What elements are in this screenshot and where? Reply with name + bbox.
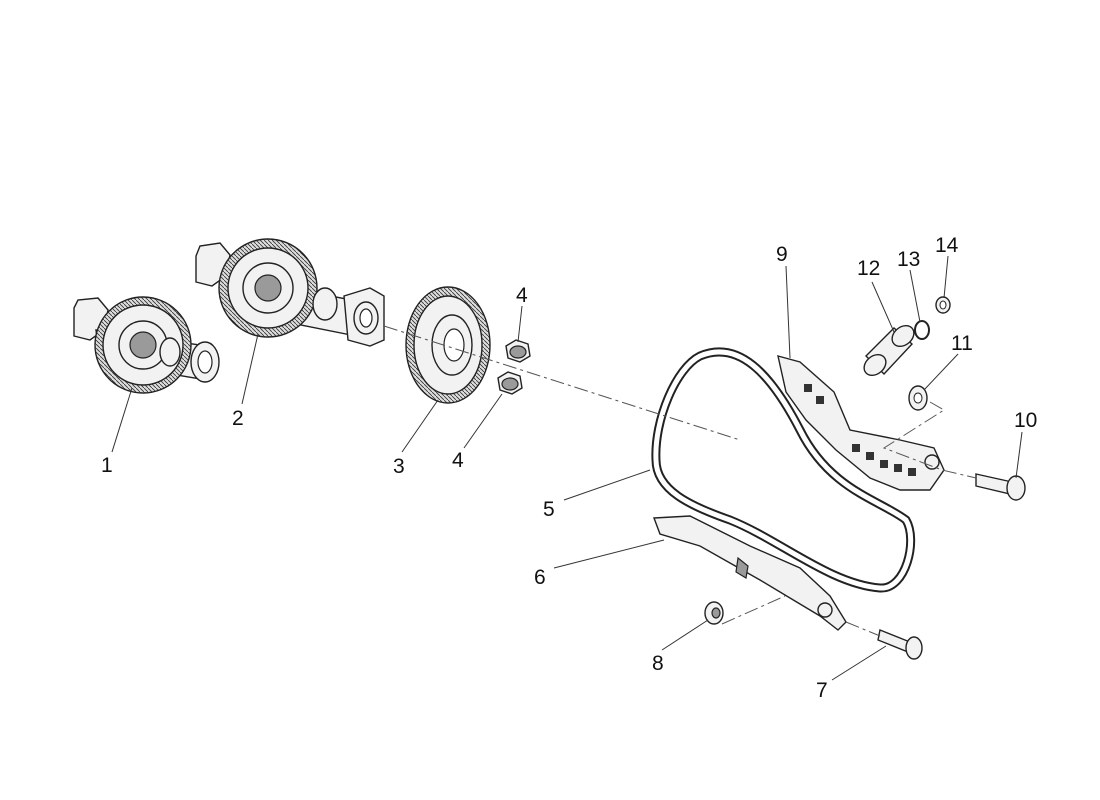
callouts: 1 2 3 4 4 5 6 7 8 9 10 11 12 13 14	[101, 234, 1037, 702]
callout-6: 6	[534, 566, 546, 589]
tensioner-guide-9	[777, 355, 945, 491]
leader-lines	[111, 255, 1023, 681]
bolt-4-lower	[497, 371, 523, 395]
callout-4-lower: 4	[452, 449, 464, 472]
washer-14	[935, 296, 951, 314]
pivot-bolt-10	[975, 473, 1026, 501]
assembly-axes	[383, 325, 977, 637]
bushing-8	[704, 601, 724, 625]
timing-chain-5	[651, 347, 916, 593]
chain-guide-6	[653, 515, 847, 631]
callout-3: 3	[393, 455, 405, 478]
washer-11	[908, 385, 928, 411]
callout-13: 13	[897, 248, 920, 271]
callout-10: 10	[1014, 409, 1037, 432]
camshaft-2	[195, 238, 385, 347]
callout-2: 2	[232, 407, 244, 430]
callout-4-upper: 4	[516, 284, 528, 307]
callout-12: 12	[857, 257, 880, 280]
bolt-7	[877, 629, 923, 660]
camshaft-1	[73, 296, 220, 394]
callout-8: 8	[652, 652, 664, 675]
callout-11: 11	[951, 332, 973, 355]
bolt-4-upper	[505, 339, 531, 363]
o-ring-13	[914, 320, 930, 340]
callout-1: 1	[101, 454, 113, 477]
sprocket-3	[405, 286, 491, 404]
callout-7: 7	[816, 679, 828, 702]
callout-9: 9	[776, 243, 788, 266]
callout-14: 14	[935, 234, 959, 257]
callout-5: 5	[543, 498, 555, 521]
tensioner-plunger-12	[863, 324, 915, 377]
